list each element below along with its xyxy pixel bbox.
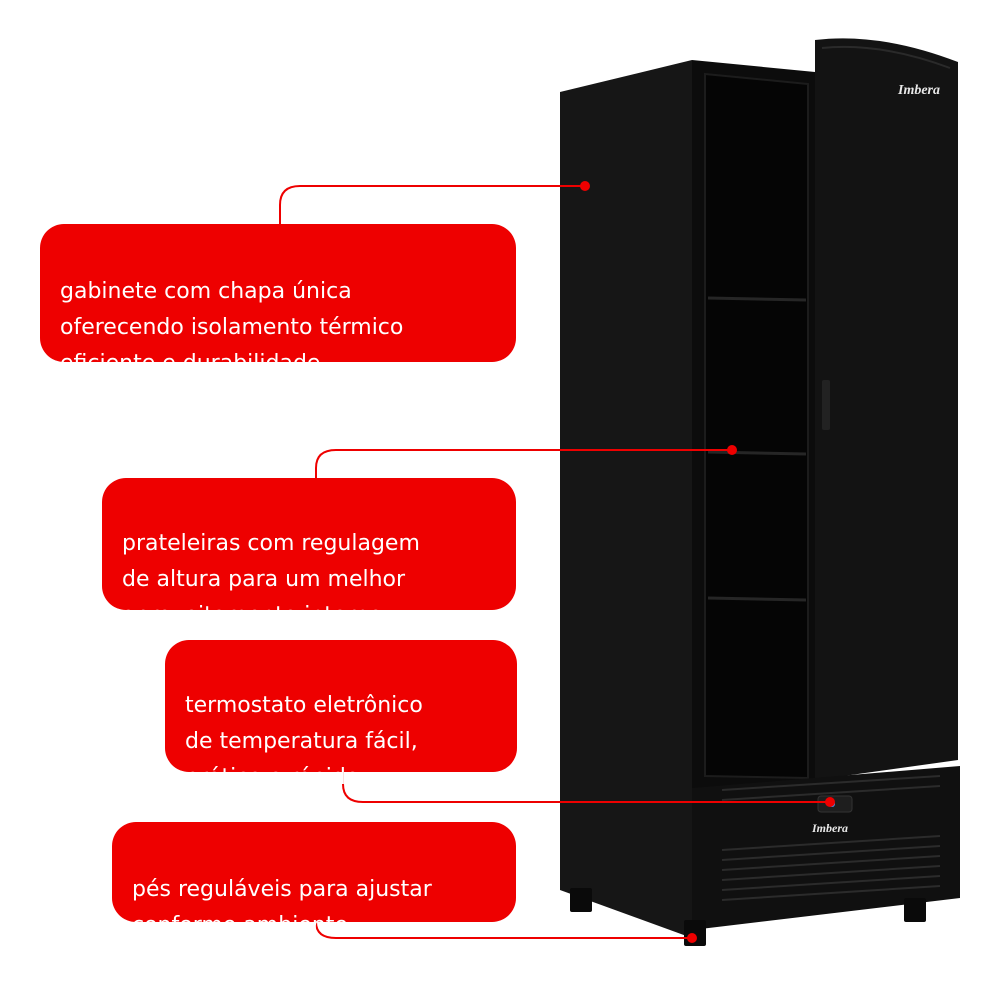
cabinet-door [815,38,958,780]
shelves [707,296,807,602]
callout-thermostat-text: termostato eletrônico de temperatura fác… [185,693,423,790]
feet [570,888,926,946]
leader-dots [580,181,835,943]
door-handle [822,380,830,430]
callout-shelves-text: prateleiras com regulagem de altura para… [122,531,420,628]
vent-grille [721,775,941,901]
cabinet-side [560,60,692,938]
leader-lines [279,185,830,939]
callout-feet: pés reguláveis para ajustar conforme amb… [112,822,516,938]
callout-cabinet: gabinete com chapa única oferecendo isol… [40,224,516,376]
callout-thermostat: termostato eletrônico de temperatura fác… [165,640,517,790]
callout-shelves: prateleiras com regulagem de altura para… [102,478,516,628]
callout-cabinet-text: gabinete com chapa única oferecendo isol… [60,279,404,376]
door-brand-logo: Imbera [897,83,940,98]
base-brand-logo: Imbera [811,821,848,835]
callout-feet-text: pés reguláveis para ajustar conforme amb… [132,877,432,938]
